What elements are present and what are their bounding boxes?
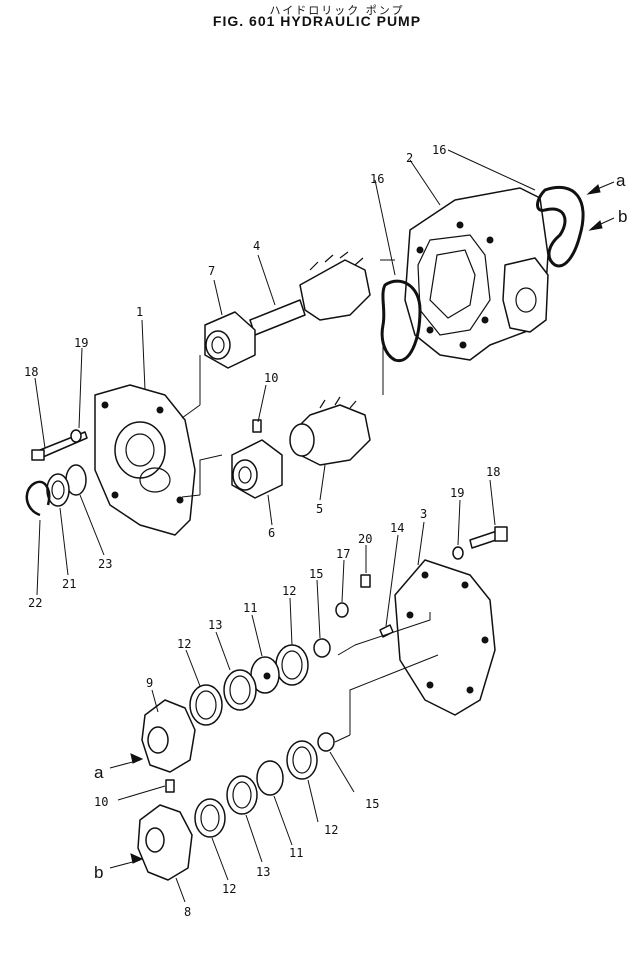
callout-19-left: 19 <box>74 336 88 350</box>
seal-part-12-lower-b <box>194 798 226 838</box>
callout-11-lower: 11 <box>289 846 303 860</box>
callout-7: 7 <box>208 264 215 278</box>
plug-part-15-upper <box>313 638 331 658</box>
pump-body-part-2 <box>404 187 549 361</box>
callout-18-right: 18 <box>486 465 500 479</box>
o-ring-part-16-rear <box>536 185 585 268</box>
rear-cover-part-3 <box>394 559 496 716</box>
callout-23: 23 <box>98 557 112 571</box>
callout-19-right: 19 <box>450 486 464 500</box>
callout-15-upper: 15 <box>309 567 323 581</box>
callout-20: 20 <box>358 532 372 546</box>
flow-arrows <box>109 181 615 869</box>
callout-10-upper: 10 <box>264 371 278 385</box>
callout-22: 22 <box>28 596 42 610</box>
callout-12-lower-b: 12 <box>222 882 236 896</box>
callout-15-lower: 15 <box>365 797 379 811</box>
o-ring-part-16-front <box>380 279 422 363</box>
callout-1: 1 <box>136 305 143 319</box>
plate-part-11-lower <box>256 760 284 796</box>
plate-part-9 <box>141 699 196 773</box>
callout-11-upper: 11 <box>243 601 257 615</box>
pin-part-20 <box>360 574 371 588</box>
snap-ring-part-22 <box>25 480 51 517</box>
bearing-part-21 <box>46 473 70 507</box>
bushing-part-7 <box>204 311 256 369</box>
callout-13-lower: 13 <box>256 865 270 879</box>
callout-10-lower: 10 <box>94 795 108 809</box>
seal-part-12-lower-a <box>286 740 318 780</box>
o-ring-part-17 <box>335 602 349 618</box>
callout-8: 8 <box>184 905 191 919</box>
seal-part-13-lower <box>226 775 258 815</box>
callout-16-rear: 16 <box>432 143 446 157</box>
port-label-a-bottom: a <box>94 763 104 782</box>
callout-12-upper-a: 12 <box>282 584 296 598</box>
callout-18-left: 18 <box>24 365 38 379</box>
figure-title: FIG. 601 HYDRAULIC PUMP <box>212 13 422 29</box>
callout-9: 9 <box>146 676 153 690</box>
title-japanese: ハイドロリック ポンプ <box>269 4 405 17</box>
driven-gear-part-5 <box>289 396 371 466</box>
callout-16-front: 16 <box>370 172 384 186</box>
callout-12-upper-b: 12 <box>177 637 191 651</box>
washer-part-19-left <box>70 429 82 443</box>
dowel-pin-part-14 <box>379 624 394 638</box>
pin-part-10-lower <box>165 779 175 793</box>
washer-part-19-right <box>452 546 464 560</box>
callout-17: 17 <box>336 547 350 561</box>
callout-12-lower-a: 12 <box>324 823 338 837</box>
drive-gear-shaft-part-4 <box>249 251 371 336</box>
callout-4: 4 <box>253 239 260 253</box>
port-label-a-top: a <box>616 171 626 190</box>
bushing-part-6 <box>231 419 283 499</box>
callout-2: 2 <box>406 151 413 165</box>
port-label-b-bottom: b <box>94 863 103 882</box>
front-cover-part-1 <box>94 384 196 536</box>
callout-13-upper: 13 <box>208 618 222 632</box>
leader-lines <box>34 149 536 903</box>
port-label-b-top: b <box>618 207 627 226</box>
callout-6: 6 <box>268 526 275 540</box>
seal-part-13-upper <box>223 669 257 711</box>
callout-3: 3 <box>420 507 427 521</box>
callout-14: 14 <box>390 521 404 535</box>
seal-part-12-upper-b <box>189 684 223 726</box>
plate-part-8 <box>137 804 193 881</box>
callout-21: 21 <box>62 577 76 591</box>
bolt-part-18-right <box>469 526 508 549</box>
callout-5: 5 <box>316 502 323 516</box>
plug-part-15-lower <box>317 732 335 752</box>
